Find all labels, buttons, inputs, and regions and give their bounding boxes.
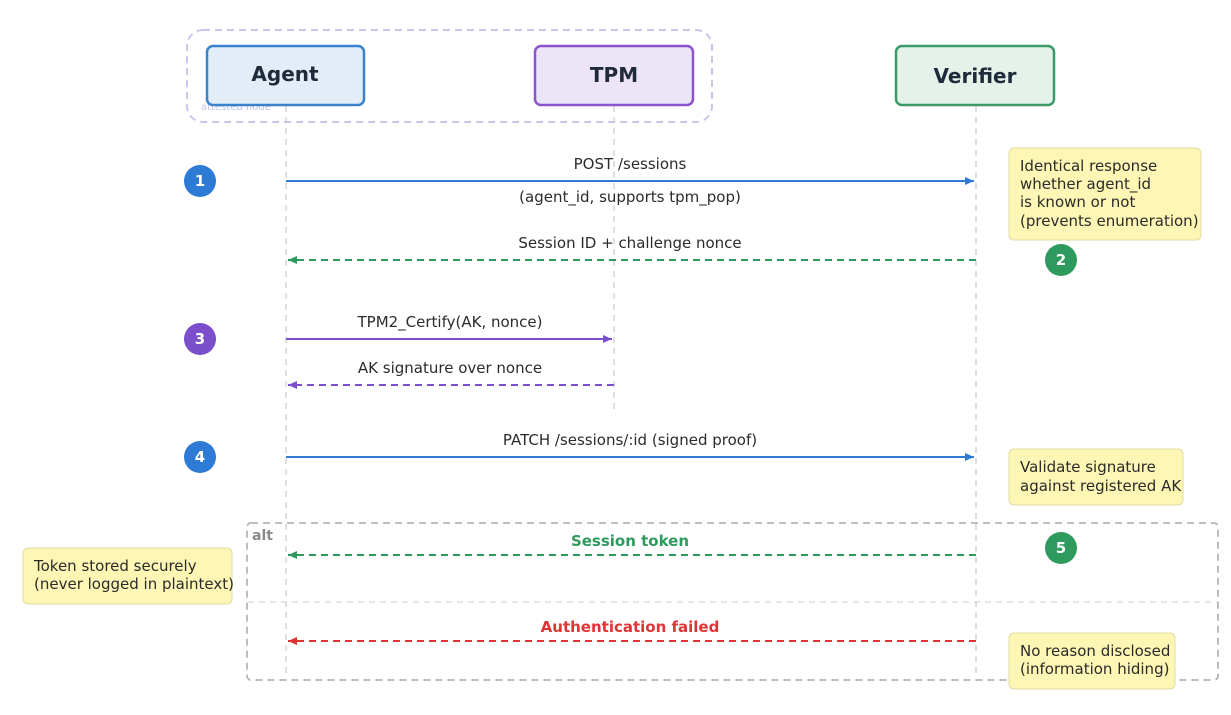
note-token-stored-line-2: (never logged in plaintext) <box>34 575 234 593</box>
note-validate-signature <box>1008 448 1184 506</box>
step-1-badge <box>184 165 216 197</box>
message-session-id-nonce: Session ID + challenge nonce <box>518 234 741 252</box>
alt-frame-label: alt <box>252 528 273 544</box>
note-identical-response-line-4: (prevents enumeration) <box>1020 212 1199 230</box>
message-patch-sessions: PATCH /sessions/:id (signed proof) <box>503 431 757 449</box>
step-5-number: 5 <box>1056 539 1066 557</box>
attested-node-label: attested node <box>201 102 271 113</box>
message-session-token: Session token <box>571 532 689 550</box>
step-5-badge <box>1045 532 1077 564</box>
verifier-actor-label: Verifier <box>934 64 1017 88</box>
agent-actor-box <box>205 44 366 107</box>
agent-actor-label: Agent <box>251 62 319 86</box>
tpm-actor-box <box>533 44 695 107</box>
note-token-stored <box>22 547 233 605</box>
note-identical-response-line-2: whether agent_id <box>1020 175 1151 194</box>
note-validate-signature-line-2: against registered AK <box>1020 477 1182 495</box>
note-no-reason-disclosed-line-1: No reason disclosed <box>1020 642 1170 660</box>
verifier-actor-box <box>894 44 1056 107</box>
note-validate-signature-line-1: Validate signature <box>1020 458 1156 476</box>
note-no-reason-disclosed-line-2: (information hiding) <box>1020 660 1169 678</box>
step-3-number: 3 <box>195 330 205 348</box>
note-no-reason-disclosed <box>1008 632 1176 690</box>
attested-node-group <box>186 29 713 123</box>
message-ak-signature: AK signature over nonce <box>358 359 542 377</box>
step-2-badge <box>1045 244 1077 276</box>
message-tpm2-certify: TPM2_Certify(AK, nonce) <box>356 313 542 332</box>
step-3-badge <box>184 323 216 355</box>
note-token-stored-line-1: Token stored securely <box>33 557 197 575</box>
step-2-number: 2 <box>1056 251 1066 269</box>
message-authentication-failed: Authentication failed <box>541 618 720 636</box>
step-4-number: 4 <box>195 448 205 466</box>
message-post-sessions: POST /sessions <box>574 155 687 173</box>
note-identical-response <box>1008 147 1202 241</box>
alt-frame <box>246 522 1219 681</box>
step-4-badge <box>184 441 216 473</box>
tpm-actor-label: TPM <box>590 63 638 87</box>
note-identical-response-line-3: is known or not <box>1020 193 1135 211</box>
step-1-number: 1 <box>195 172 205 190</box>
note-identical-response-line-1: Identical response <box>1020 157 1157 175</box>
message-post-sessions-params: (agent_id, supports tpm_pop) <box>519 188 741 207</box>
